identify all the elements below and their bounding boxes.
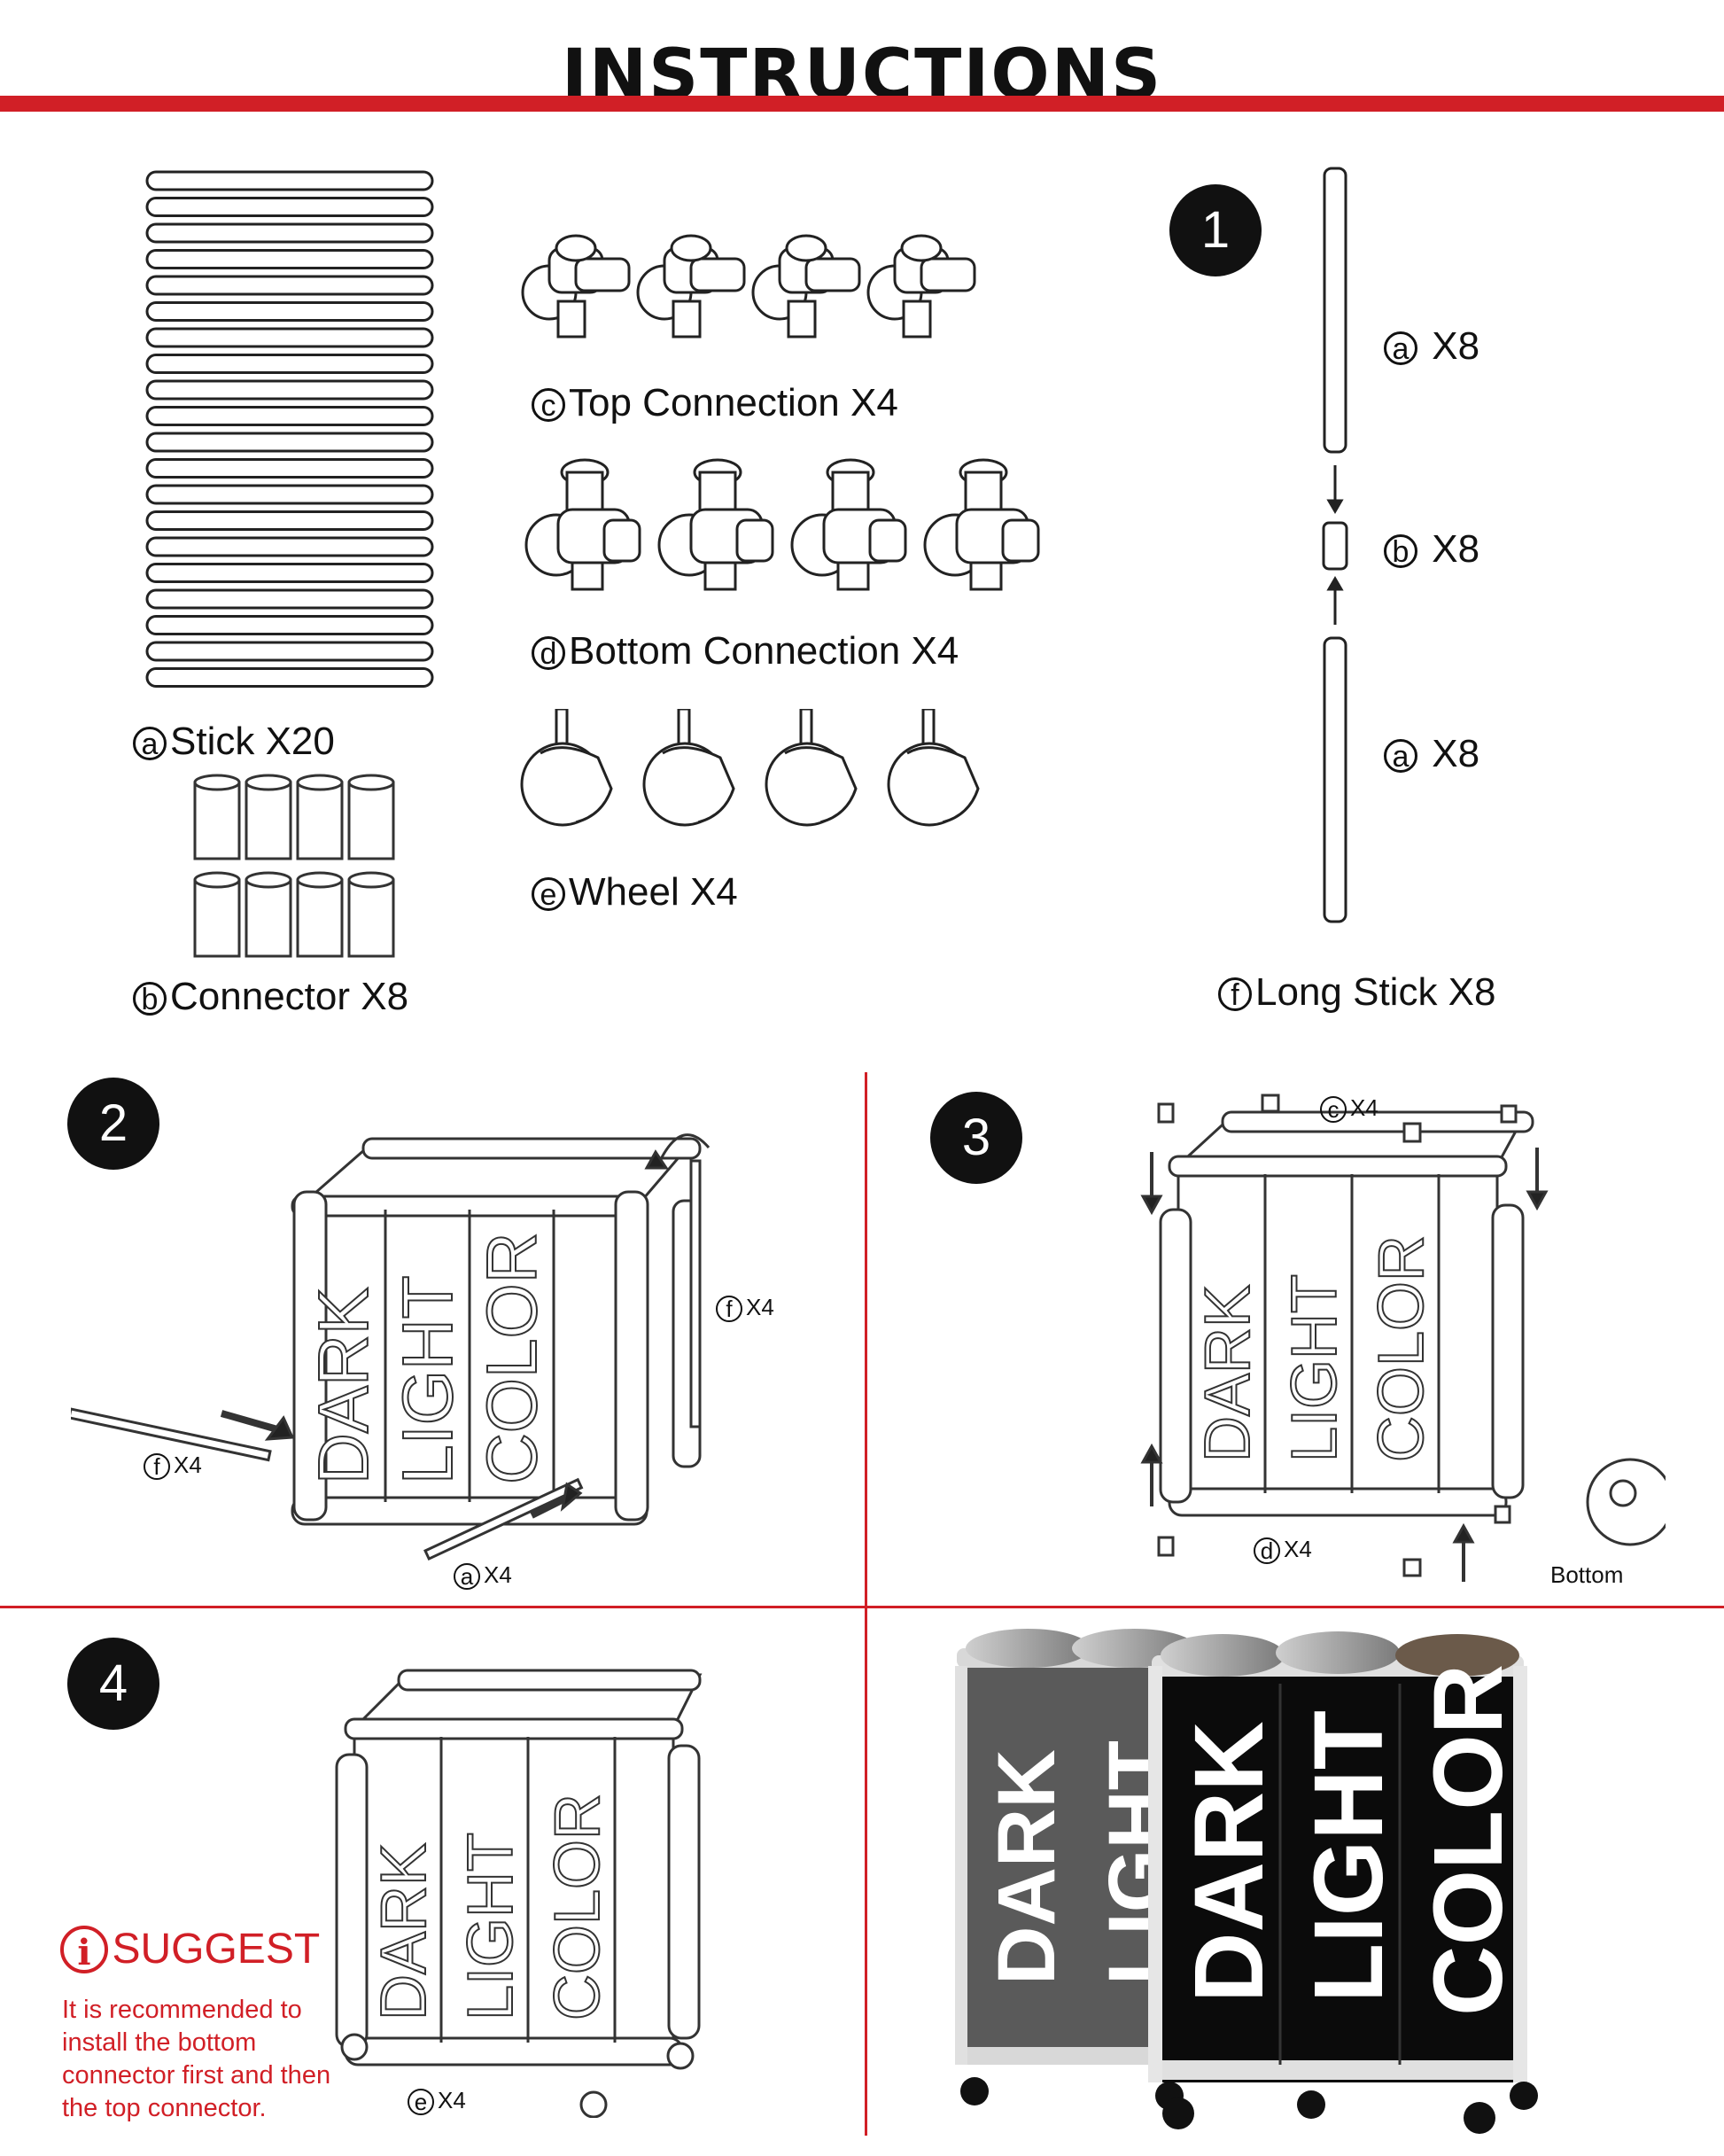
stick bbox=[145, 379, 434, 401]
photo-black-light-text: LIGHT bbox=[1294, 1710, 1403, 2003]
circled-letter-c: c bbox=[532, 388, 565, 423]
header-rule bbox=[0, 96, 1724, 112]
step-3-badge: 3 bbox=[930, 1092, 1022, 1184]
stick bbox=[145, 484, 434, 505]
step-4-light-text: LIGHT bbox=[455, 1833, 526, 2020]
vertical-divider bbox=[865, 1072, 867, 2136]
stick bbox=[145, 667, 434, 688]
stick bbox=[145, 222, 434, 244]
step-3-light-text: LIGHT bbox=[1279, 1274, 1350, 1462]
step-4-badge: 4 bbox=[67, 1638, 159, 1730]
top-connection-illustration bbox=[521, 234, 976, 339]
stick bbox=[145, 510, 434, 531]
circled-letter-a: a bbox=[133, 727, 167, 761]
step-1-badge: 1 bbox=[1169, 184, 1262, 276]
bottom-connection-illustration bbox=[524, 458, 1040, 591]
info-icon: i bbox=[60, 1925, 108, 1973]
circled-letter-e: e bbox=[532, 877, 565, 912]
circled-letter-f: f bbox=[1218, 977, 1252, 1012]
stick bbox=[145, 354, 434, 374]
horizontal-divider bbox=[0, 1606, 1724, 1608]
step-3-bottom-label: Bottom bbox=[1550, 1561, 1624, 1588]
circled-letter-d: d bbox=[532, 636, 565, 671]
stick bbox=[145, 249, 434, 269]
connector-illustration bbox=[193, 774, 395, 958]
circled-letter-b: b bbox=[133, 982, 167, 1016]
step-2-color-text: COLOR bbox=[472, 1233, 551, 1485]
stick bbox=[145, 301, 434, 322]
suggest-body: It is recommended to install the bottom … bbox=[62, 1996, 331, 2122]
step-2-badge: 2 bbox=[67, 1078, 159, 1170]
step-2-frame-illustration: DARK LIGHT COLOR bbox=[71, 1133, 711, 1561]
step-2-light-text: LIGHT bbox=[388, 1275, 467, 1484]
step-3-color-text: COLOR bbox=[1366, 1235, 1437, 1462]
stick bbox=[145, 170, 434, 191]
product-photo: DARK LIGHT DARK LIGHT COLOR bbox=[955, 1629, 1538, 2134]
photo-grey-dark-text: DARK bbox=[982, 1749, 1072, 1985]
stick bbox=[145, 406, 434, 426]
stick bbox=[145, 615, 434, 635]
photo-black-dark-text: DARK bbox=[1175, 1721, 1284, 2003]
suggest-heading: i SUGGEST bbox=[60, 1925, 320, 1973]
wheel-illustration bbox=[520, 709, 980, 827]
step-4-frame-illustration: DARK LIGHT COLOR bbox=[335, 1669, 703, 2118]
step-4-color-text: COLOR bbox=[542, 1794, 613, 2020]
stick bbox=[145, 536, 434, 557]
stick-bundle-illustration bbox=[145, 170, 434, 688]
stick bbox=[145, 327, 434, 348]
stick bbox=[145, 197, 434, 217]
stick bbox=[145, 563, 434, 583]
step-3-dark-text: DARK bbox=[1192, 1285, 1263, 1462]
stick bbox=[145, 458, 434, 479]
stick bbox=[145, 588, 434, 610]
stick bbox=[145, 641, 434, 662]
step-3-frame-illustration: DARK LIGHT COLOR bbox=[1140, 1094, 1666, 1582]
step-1-b: b X8 bbox=[1384, 527, 1479, 572]
stick bbox=[145, 275, 434, 296]
stick bbox=[145, 432, 434, 453]
step-1-long-stick-illustration bbox=[1322, 167, 1348, 923]
step-4-dark-text: DARK bbox=[369, 1843, 439, 2020]
step-2-dark-text: DARK bbox=[304, 1288, 383, 1484]
step-1-a-bottom: a X8 bbox=[1384, 732, 1479, 776]
photo-black-color-text: COLOR bbox=[1414, 1664, 1523, 2016]
step-1-a-top: a X8 bbox=[1384, 324, 1479, 369]
